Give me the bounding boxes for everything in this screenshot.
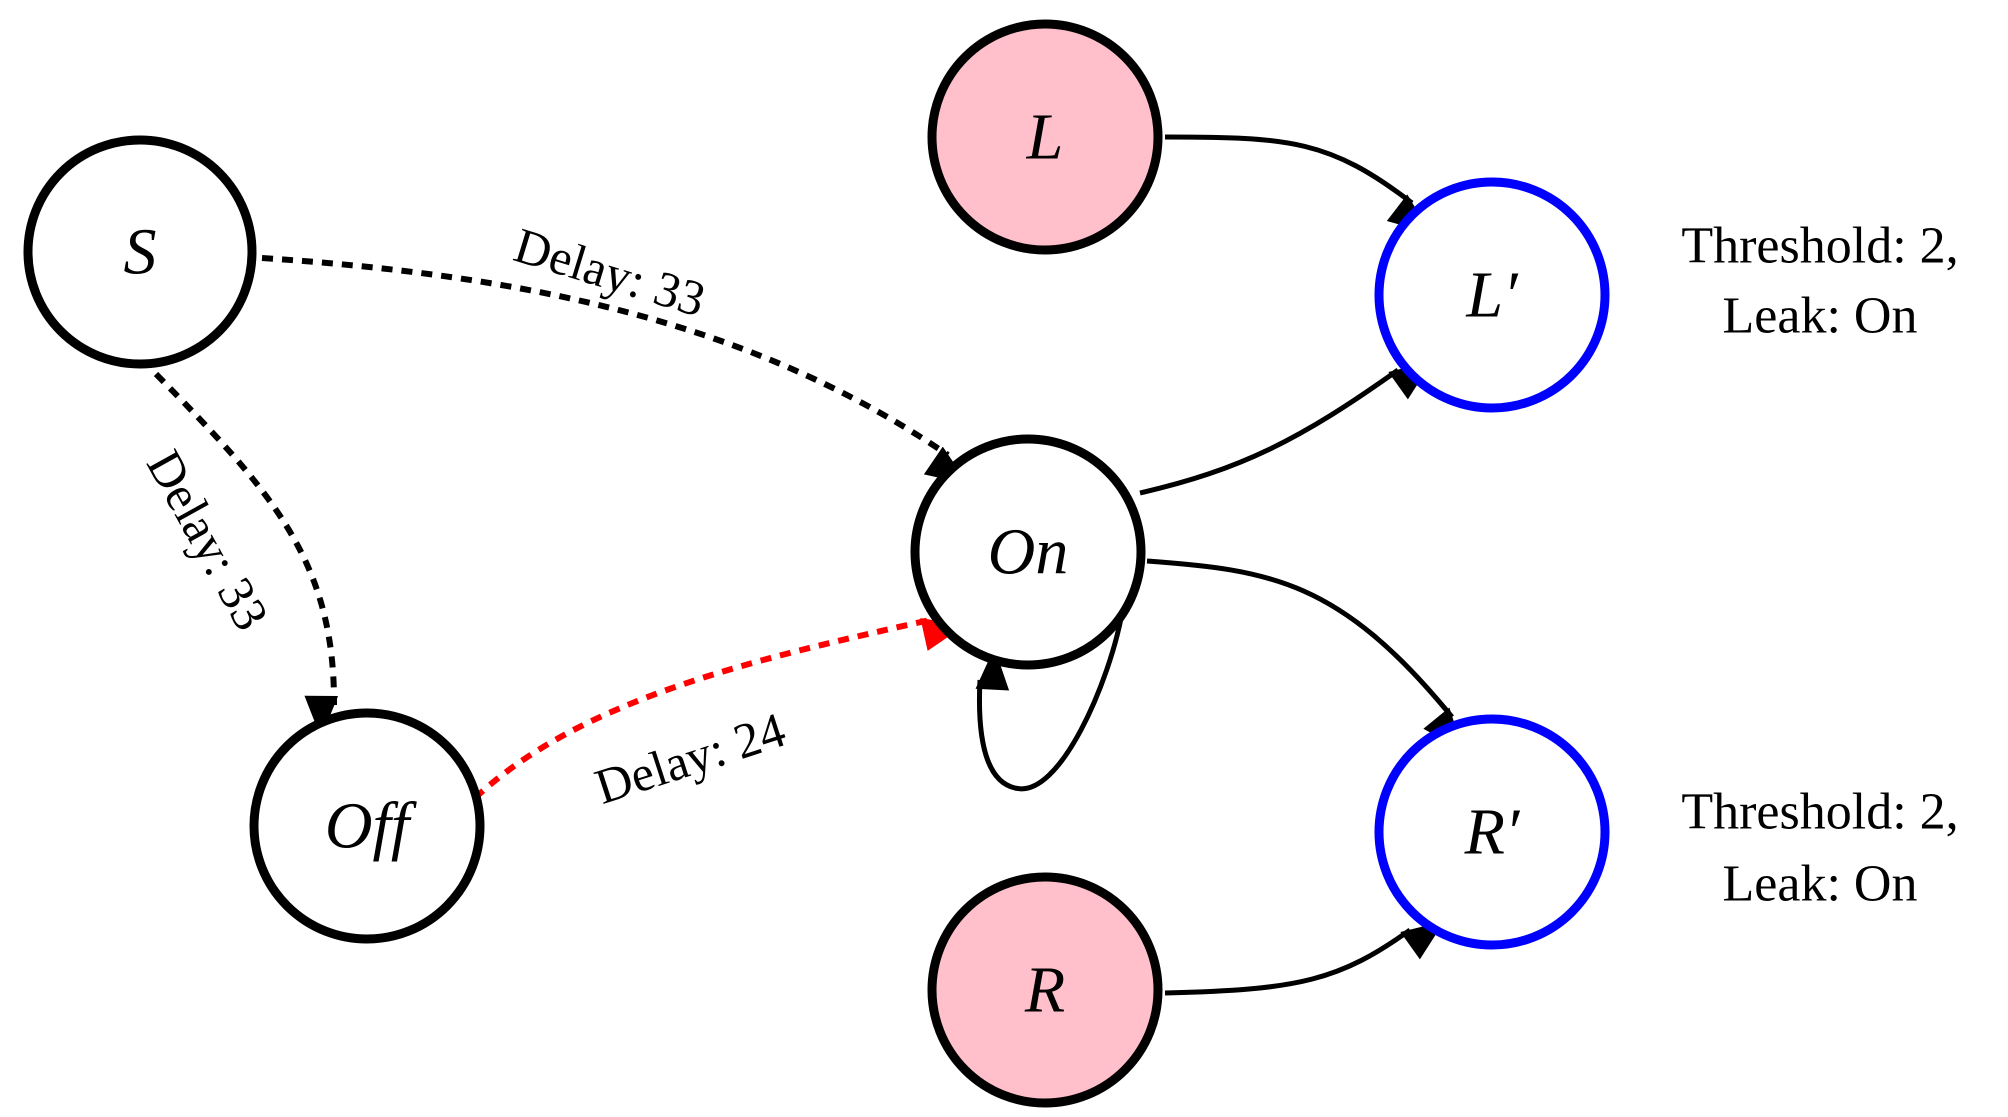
edge-label-s-off: Delay: 33 xyxy=(136,441,280,639)
annotation-rp: Threshold: 2, Leak: On xyxy=(1681,784,1958,913)
edge-label-off-on: Delay: 24 xyxy=(588,701,792,815)
edge-s-to-off xyxy=(153,371,339,738)
node-s-circle xyxy=(23,135,257,369)
node-rp: R′ xyxy=(1374,714,1610,950)
node-r-label: R xyxy=(1024,954,1065,1027)
node-on-circle xyxy=(910,434,1146,670)
node-rp-circle xyxy=(1374,714,1610,950)
annotation-lp-line1: Threshold: 2, xyxy=(1681,218,1958,275)
node-l-circle xyxy=(927,19,1163,255)
node-l: L xyxy=(927,19,1163,255)
edge-l-to-lp xyxy=(1164,134,1431,234)
edge-on-to-rp xyxy=(1146,558,1463,751)
annotation-lp-line2: Leak: On xyxy=(1723,288,1918,345)
node-lp-label: L′ xyxy=(1465,259,1519,332)
node-rp-label: R′ xyxy=(1464,796,1521,869)
edge-label-s-on: Delay: 33 xyxy=(508,217,712,328)
annotation-rp-line1: Threshold: 2, xyxy=(1681,784,1958,841)
node-lp: L′ xyxy=(1374,177,1610,413)
annotation-rp-line2: Leak: On xyxy=(1723,856,1918,913)
node-lp-circle xyxy=(1374,177,1610,413)
node-r: R xyxy=(927,872,1163,1108)
node-s-label: S xyxy=(124,216,157,289)
node-off: Off xyxy=(249,708,485,944)
node-r-circle xyxy=(927,872,1163,1108)
node-l-label: L xyxy=(1026,101,1064,174)
edge-off-to-on xyxy=(472,617,965,801)
edge-on-self-loop xyxy=(975,612,1125,792)
edges xyxy=(153,134,1463,996)
edge-s-to-on xyxy=(261,255,969,485)
node-on: On xyxy=(910,434,1146,670)
node-off-circle xyxy=(249,708,485,944)
node-off-label: Off xyxy=(325,790,417,863)
annotation-lp: Threshold: 2, Leak: On xyxy=(1681,218,1958,345)
edge-on-to-lp xyxy=(1139,361,1433,496)
node-s: S xyxy=(23,135,257,369)
edge-r-to-rp xyxy=(1164,921,1445,996)
node-on-label: On xyxy=(988,516,1069,589)
